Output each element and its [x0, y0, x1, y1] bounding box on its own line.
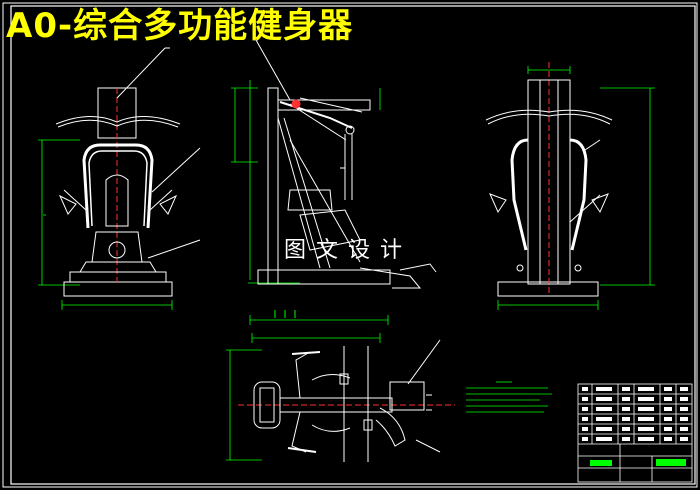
- drawing-title: A0-综合多功能健身器: [6, 6, 354, 46]
- rear-view: [485, 62, 655, 310]
- side-view-dimensions: [231, 80, 389, 325]
- side-view: [231, 39, 437, 325]
- title-block: [577, 383, 693, 483]
- side-base-marks: [274, 310, 296, 318]
- front-view-dimensions: [38, 139, 173, 310]
- parts-list-entries: [582, 387, 688, 441]
- front-view: [38, 47, 201, 310]
- rear-view-dimensions: [497, 66, 655, 310]
- inner-frame: [10, 5, 696, 485]
- top-view: [226, 333, 455, 462]
- front-handles: [58, 189, 178, 215]
- technical-notes: [466, 381, 552, 413]
- top-view-dimensions: [226, 333, 381, 461]
- watermark-text: 图文设计: [284, 238, 413, 263]
